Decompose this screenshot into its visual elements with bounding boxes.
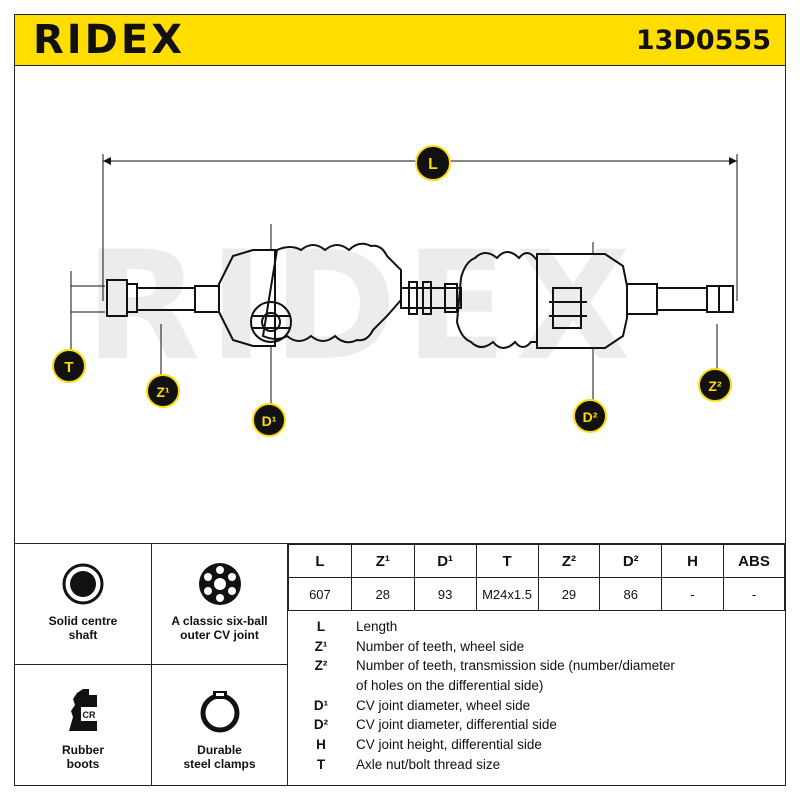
spec-header: H bbox=[661, 544, 725, 578]
svg-text:Z¹: Z¹ bbox=[156, 384, 170, 400]
svg-text:L: L bbox=[428, 156, 438, 173]
six-ball-cv-joint-icon bbox=[198, 563, 241, 605]
legend-key: Z¹ bbox=[314, 639, 328, 654]
spec-panel: Solid centre shaft A classic six-ball ou… bbox=[14, 543, 786, 786]
spec-header: ABS bbox=[723, 544, 785, 578]
drive-shaft-drawing bbox=[102, 154, 738, 349]
svg-text:T: T bbox=[64, 359, 73, 376]
badge-z1: Z¹ bbox=[146, 374, 180, 408]
svg-text:Z²: Z² bbox=[708, 378, 722, 394]
spec-value-row: 607 28 93 M24x1.5 29 86 - - bbox=[288, 577, 785, 611]
spec-value: - bbox=[723, 577, 785, 611]
legend-key: L bbox=[316, 619, 326, 634]
badge-t: T bbox=[52, 349, 86, 383]
feature-steel-clamps: Durable steel clamps bbox=[152, 665, 288, 785]
dimension-badges: L T Z¹ D¹ D² Z² bbox=[52, 145, 732, 437]
spec-header: L bbox=[288, 544, 352, 578]
spec-value: - bbox=[661, 577, 725, 611]
spec-header: T bbox=[475, 544, 539, 578]
spec-table: L Z¹ D¹ T Z² D² H ABS 607 28 93 M24x1.5 … bbox=[288, 544, 785, 611]
spec-header: Z² bbox=[537, 544, 601, 578]
legend-text: Number of teeth, transmission side (numb… bbox=[356, 658, 675, 673]
svg-text:CR: CR bbox=[83, 710, 96, 720]
badge-l: L bbox=[415, 145, 451, 181]
divider bbox=[15, 664, 288, 665]
spec-value: 607 bbox=[288, 577, 352, 611]
legend-text: of holes on the differential side) bbox=[356, 678, 544, 693]
spec-value: 86 bbox=[599, 577, 663, 611]
badge-z2: Z² bbox=[698, 368, 732, 402]
steel-clamp-icon bbox=[200, 691, 239, 733]
svg-text:D¹: D¹ bbox=[262, 413, 277, 429]
badge-d1: D¹ bbox=[252, 403, 286, 437]
feature-label: Solid centre shaft bbox=[48, 614, 118, 642]
legend-key: D² bbox=[313, 717, 329, 732]
watermark-logo: RIDEX bbox=[85, 220, 639, 394]
spec-value: 29 bbox=[537, 577, 601, 611]
part-number: 13D0555 bbox=[635, 25, 771, 56]
legend-text: CV joint height, differential side bbox=[356, 737, 542, 752]
spec-header: D¹ bbox=[413, 544, 477, 578]
legend-key: H bbox=[316, 737, 326, 752]
spec-value: 28 bbox=[350, 577, 415, 611]
legend-text: Number of teeth, wheel side bbox=[356, 639, 525, 654]
spec-value: M24x1.5 bbox=[475, 577, 539, 611]
header-bar: RIDEX 13D0555 bbox=[14, 14, 786, 66]
feature-solid-shaft: Solid centre shaft bbox=[15, 544, 152, 664]
legend-text: Length bbox=[356, 619, 398, 634]
legend-key: Z² bbox=[314, 658, 328, 673]
spec-value: 93 bbox=[413, 577, 477, 611]
legend-text: Axle nut/bolt thread size bbox=[356, 757, 501, 772]
feature-label: Durable steel clamps bbox=[183, 743, 256, 771]
spec-header: D² bbox=[599, 544, 663, 578]
rubber-boot-cr-icon: CR bbox=[69, 689, 97, 731]
drive-shaft-diagram: RIDEX bbox=[14, 66, 786, 544]
solid-shaft-icon bbox=[62, 563, 104, 605]
feature-six-ball-joint: A classic six-ball outer CV joint bbox=[152, 544, 288, 664]
feature-label: A classic six-ball outer CV joint bbox=[171, 614, 268, 642]
svg-text:D²: D² bbox=[583, 409, 598, 425]
legend-key: T bbox=[316, 757, 326, 772]
spec-header: Z¹ bbox=[350, 544, 415, 578]
badge-d2: D² bbox=[573, 399, 607, 433]
spec-header-row: L Z¹ D¹ T Z² D² H ABS bbox=[288, 544, 785, 578]
legend-text: CV joint diameter, differential side bbox=[356, 717, 557, 732]
brand-logo: RIDEX bbox=[33, 17, 186, 63]
legend-key: D¹ bbox=[313, 698, 329, 713]
legend-text: CV joint diameter, wheel side bbox=[356, 698, 531, 713]
feature-label: Rubber boots bbox=[62, 743, 104, 771]
feature-rubber-boots: CR Rubber boots bbox=[15, 665, 152, 785]
